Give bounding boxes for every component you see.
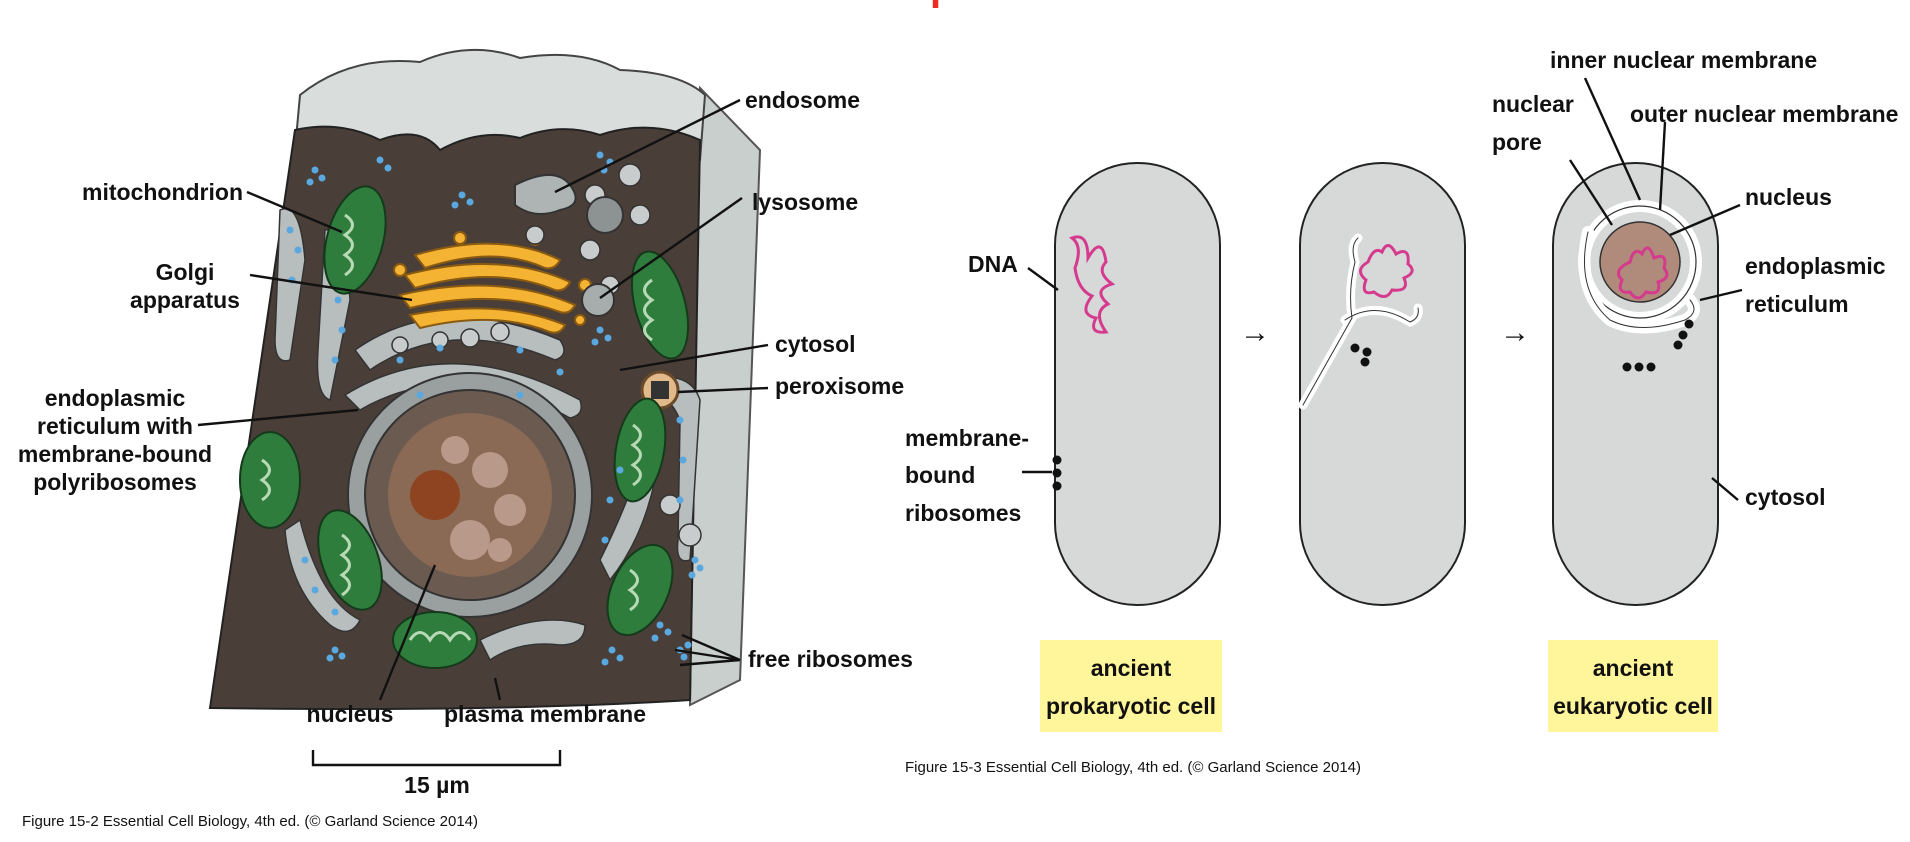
label-eukaryote-1: ancient (1593, 655, 1674, 681)
label-golgi-2: apparatus (130, 287, 240, 313)
label-nuclear-pore-2: pore (1492, 129, 1542, 155)
label-eukaryote-2: eukaryotic cell (1553, 693, 1713, 719)
label-outer-nuclear-membrane: outer nuclear membrane (1630, 101, 1898, 127)
label-nucleus-left: nucleus (307, 701, 394, 727)
label-er-right-1: endoplasmic (1745, 253, 1886, 279)
cell-intermediate (1298, 162, 1466, 606)
partial-title: r (930, 0, 946, 17)
label-scale: 15 µm (404, 772, 470, 798)
arrow-1: → (1240, 316, 1270, 349)
cell-prokaryotic (1052, 162, 1221, 606)
label-peroxisome: peroxisome (775, 373, 904, 399)
label-golgi-1: Golgi (156, 259, 215, 285)
membrane-bound-ribosomes (1052, 455, 1062, 491)
scale-bar (311, 750, 562, 767)
nucleus-chromatin (388, 413, 552, 577)
cell-side-face (688, 85, 762, 707)
cell-eukaryotic (1552, 162, 1719, 606)
ribosome-dots (286, 151, 704, 666)
golgi-apparatus (393, 231, 592, 334)
cell-exterior-surface (293, 48, 707, 162)
label-inner-nuclear-membrane: inner nuclear membrane (1550, 47, 1817, 73)
label-lysosome: lysosome (752, 189, 858, 215)
right-leader-lines (1022, 77, 1743, 501)
label-nucleus-right: nucleus (1745, 184, 1832, 210)
highlight-eukaryote (1548, 640, 1718, 732)
label-nuclear-pore-1: nuclear (1492, 91, 1574, 117)
label-membrane-bound-1: membrane- (905, 425, 1029, 451)
label-er-3: membrane-bound (18, 441, 212, 467)
label-prokaryote-2: prokaryotic cell (1046, 693, 1216, 719)
nucleolus (410, 470, 460, 520)
caption-left: Figure 15-2 Essential Cell Biology, 4th … (22, 813, 478, 830)
nucleus-right (1599, 221, 1681, 303)
lysosome (581, 283, 615, 317)
label-cytosol-right: cytosol (1745, 484, 1826, 510)
vesicles (391, 163, 702, 547)
arrow-2: → (1500, 316, 1530, 349)
label-er-2: reticulum with (37, 413, 193, 439)
label-cytosol-left: cytosol (775, 331, 856, 357)
label-membrane-bound-2: bound (905, 462, 975, 488)
label-dna: DNA (968, 251, 1018, 277)
dna-coil (1068, 235, 1116, 334)
label-plasma-membrane: plasma membrane (444, 701, 646, 727)
label-er-4: polyribosomes (33, 469, 197, 495)
endosome (514, 174, 577, 215)
left-leader-lines (197, 98, 769, 701)
eukaryotic-cell-illustration (197, 48, 769, 767)
label-mitochondrion: mitochondrion (82, 179, 243, 205)
label-free-ribosomes: free ribosomes (748, 646, 913, 672)
highlight-prokaryote (1040, 640, 1222, 732)
label-er-right-2: reticulum (1745, 291, 1849, 317)
label-membrane-bound-3: ribosomes (905, 500, 1021, 526)
caption-right: Figure 15-3 Essential Cell Biology, 4th … (905, 759, 1361, 776)
label-er-1: endoplasmic (45, 385, 186, 411)
label-prokaryote-1: ancient (1091, 655, 1172, 681)
label-endosome: endosome (745, 87, 860, 113)
